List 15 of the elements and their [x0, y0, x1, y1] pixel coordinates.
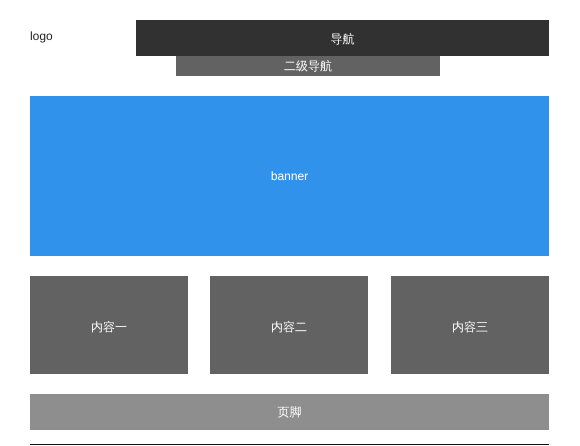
nav-label: 导航	[330, 32, 354, 46]
subnav-label: 二级导航	[284, 59, 332, 73]
content-block	[210, 276, 368, 374]
content-block	[30, 276, 188, 374]
footer-label: 页脚	[278, 405, 302, 419]
content-label: 内容三	[452, 320, 488, 334]
header-text: logo	[30, 29, 53, 43]
nav-bar	[136, 20, 549, 56]
content-block	[391, 276, 549, 374]
banner-label: banner	[270, 169, 308, 183]
footer-bar	[30, 394, 549, 430]
content-label: 内容一	[91, 320, 127, 334]
subnav-bar	[176, 56, 440, 76]
content-label: 内容二	[271, 320, 307, 334]
banner-block	[30, 96, 549, 256]
